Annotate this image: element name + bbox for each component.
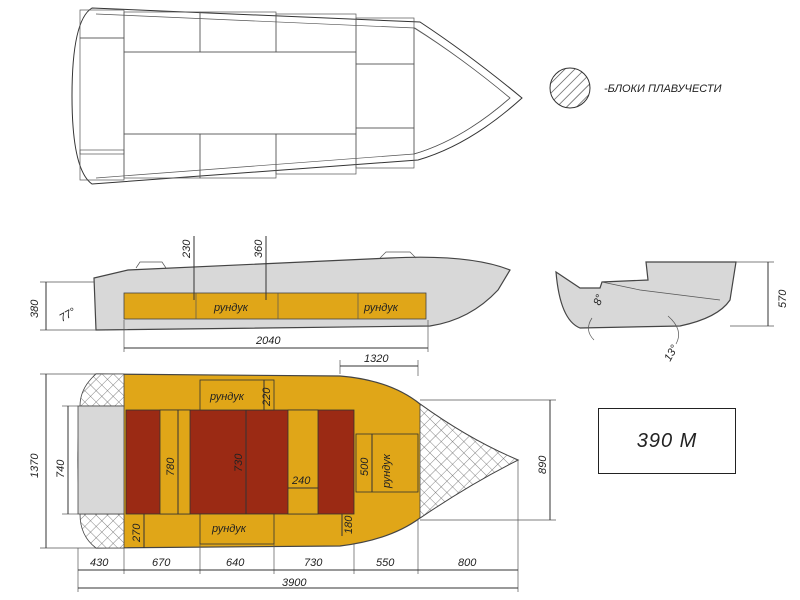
angle-77: 77° — [58, 306, 79, 325]
dim-240: 240 — [291, 475, 311, 487]
flotation-block — [79, 9, 125, 39]
dim-380: 380 — [29, 299, 41, 318]
dim-550: 550 — [376, 557, 395, 569]
flotation-block-bow — [413, 27, 511, 155]
stern-flotation-bottom — [79, 513, 125, 549]
dim-180: 180 — [343, 515, 355, 534]
side-view: рундук рундук 230 360 380 77° 2040 — [29, 236, 511, 352]
angle-8: 8° — [592, 292, 607, 307]
angle-13: 13° — [662, 343, 681, 364]
dim-230: 230 — [181, 239, 193, 259]
model-name-box: 390 М — [598, 408, 736, 474]
top-plan-view — [71, 7, 523, 185]
side-locker-label-front: рундук — [363, 302, 399, 314]
model-name: 390 М — [636, 429, 698, 452]
flotation-block — [123, 133, 201, 179]
dim-1320: 1320 — [364, 353, 389, 365]
side-locker-label-mid: рундук — [213, 302, 249, 314]
legend-label: -БЛОКИ ПЛАВУЧЕСТИ — [604, 83, 722, 95]
stern-flotation-top — [79, 373, 125, 407]
locker-bottom-label: рундук — [211, 523, 247, 535]
flotation-block — [79, 149, 125, 181]
legend: -БЛОКИ ПЛАВУЧЕСТИ — [549, 67, 722, 109]
dim-430: 430 — [90, 557, 109, 569]
dim-1370: 1370 — [29, 453, 41, 478]
dim-570: 570 — [777, 289, 789, 308]
dim-740: 740 — [55, 459, 67, 478]
bow-flotation — [419, 403, 519, 519]
dim-220: 220 — [261, 387, 273, 407]
side-locker-strip — [123, 292, 427, 320]
dim-500: 500 — [359, 457, 371, 476]
dim-270: 270 — [131, 523, 143, 543]
dim-890: 890 — [537, 455, 549, 474]
locker-top-label: рундук — [209, 391, 245, 403]
plan-view: рундук рундук рундук 1320 220 1370 740 7… — [29, 353, 556, 592]
dim-670: 670 — [152, 557, 171, 569]
locker-top — [199, 379, 275, 411]
dim-640: 640 — [226, 557, 245, 569]
dim-780: 780 — [165, 457, 177, 476]
seat-1 — [159, 409, 191, 515]
dim-360: 360 — [253, 239, 265, 258]
transom-area — [77, 405, 125, 515]
dim-730-vertical: 730 — [233, 453, 245, 472]
locker-bottom — [199, 513, 275, 545]
dim-3900: 3900 — [282, 577, 307, 589]
dim-800: 800 — [458, 557, 477, 569]
flotation-legend-icon — [549, 67, 591, 109]
flotation-block — [275, 13, 357, 53]
locker-bow — [355, 433, 419, 493]
dim-2040: 2040 — [255, 335, 281, 347]
section-view: 8° 13° 570 — [555, 261, 789, 364]
locker-bow-label: рундук — [381, 453, 393, 489]
seat-2 — [287, 409, 319, 515]
dim-730: 730 — [304, 557, 323, 569]
